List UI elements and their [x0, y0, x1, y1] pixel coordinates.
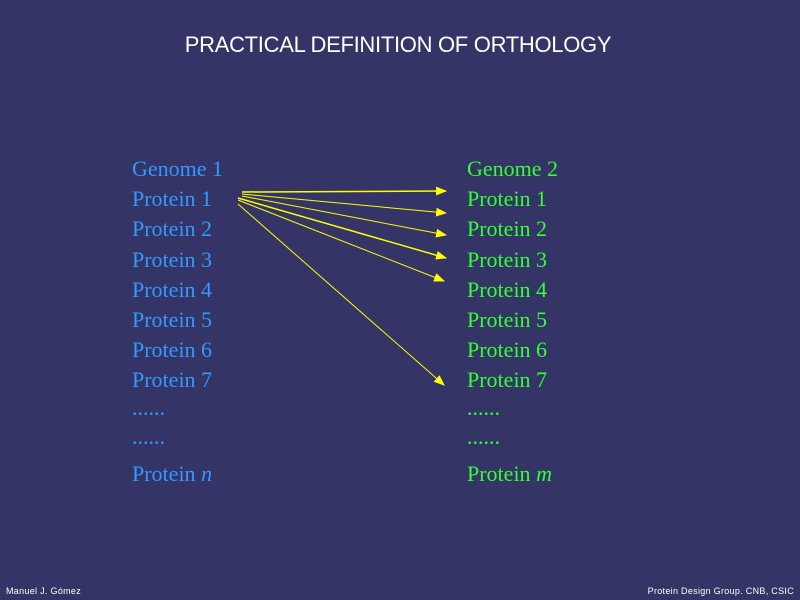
- genome-2-last-prefix: Protein: [467, 460, 537, 486]
- genome-1-protein-5: Protein 5: [132, 306, 213, 332]
- arrow-layer: [237, 186, 448, 386]
- genome-2-protein-1: Protein 1: [467, 186, 548, 212]
- genome-1-protein-4: Protein 4: [132, 276, 213, 302]
- genome-1-column: Genome 1 Protein 1 Protein 2 Protein 3 P…: [132, 154, 223, 489]
- genome-1-last-var: n: [201, 460, 213, 486]
- arrow-4: [237, 197, 448, 260]
- genome-2-protein-5: Protein 5: [467, 306, 548, 332]
- genome-1-ellipsis-1: ......: [132, 394, 165, 420]
- arrow-6: [237, 203, 445, 386]
- genome-2-last-var: m: [536, 460, 552, 486]
- genome-2-protein-2: Protein 2: [467, 216, 548, 242]
- genome-2-protein-4: Protein 4: [467, 276, 548, 302]
- arrow-1: [241, 186, 448, 196]
- genome-2-protein-7: Protein 7: [467, 367, 548, 393]
- arrow-3: [241, 195, 448, 238]
- genome-2-ellipsis-2: ......: [467, 423, 500, 449]
- genome-1-protein-1: Protein 1: [132, 186, 213, 212]
- arrow-5: [237, 199, 446, 282]
- arrow-2: [241, 193, 448, 217]
- genome-1-protein-2: Protein 2: [132, 216, 213, 242]
- genome-1-protein-6: Protein 6: [132, 337, 213, 363]
- genome-2-column: Genome 2 Protein 1 Protein 2 Protein 3 P…: [467, 154, 558, 489]
- genome-1-protein-n: Protein n: [132, 459, 223, 489]
- genome-1-ellipsis-2: ......: [132, 423, 165, 449]
- genome-1-last-prefix: Protein: [132, 460, 202, 486]
- genome-2-protein-6: Protein 6: [467, 337, 548, 363]
- author-credit: Manuel J. Gómez: [6, 586, 82, 596]
- slide-title: PRACTICAL DEFINITION OF ORTHOLOGY: [184, 32, 612, 57]
- genome-1-protein-7: Protein 7: [132, 367, 213, 393]
- organization-credit: Protein Design Group. CNB, CSIC: [647, 586, 794, 596]
- genome-1-protein-3: Protein 3: [132, 246, 213, 272]
- genome-2-ellipsis-1: ......: [467, 394, 500, 420]
- genome-2-protein-3: Protein 3: [467, 246, 548, 272]
- genome-1-header: Genome 1: [132, 156, 224, 181]
- genome-2-header: Genome 2: [467, 156, 559, 181]
- genome-2-protein-m: Protein m: [467, 459, 558, 489]
